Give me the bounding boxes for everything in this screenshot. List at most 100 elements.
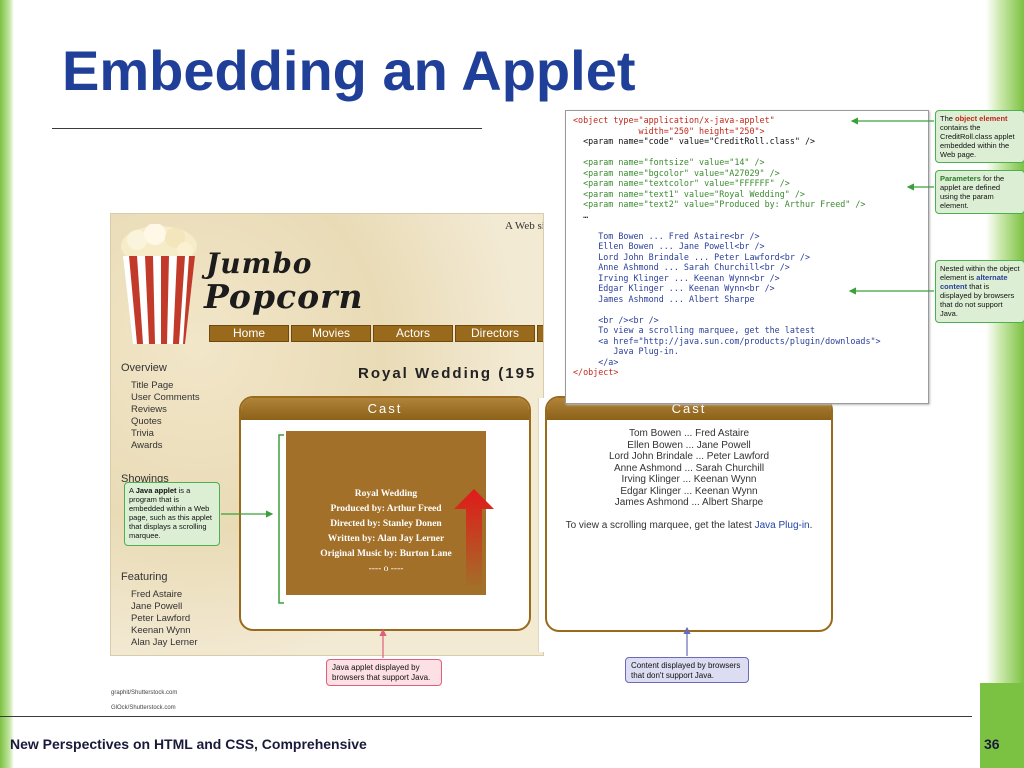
sidebar-heading-featuring: Featuring	[121, 571, 168, 583]
scroll-up-arrow-icon	[454, 489, 494, 589]
movie-heading: Royal Wedding (195	[358, 365, 537, 382]
code-line: <param name="fontsize" value="14" />	[573, 157, 765, 167]
cast-panel-applet: Cast Royal Wedding Produced by: Arthur F…	[239, 396, 531, 631]
callout-text: The	[940, 114, 956, 123]
code-line: Java Plug-in.	[573, 346, 679, 356]
callout-alternate-displayed: Content displayed by browsers that don't…	[625, 657, 749, 683]
java-plugin-link[interactable]: Java Plug-in	[754, 520, 810, 531]
nav-home[interactable]: Home	[209, 325, 289, 342]
code-line: James Ashmond ... Albert Sharpe	[573, 293, 755, 304]
alt-marquee-text: To view a scrolling marquee, get the lat…	[565, 520, 752, 531]
sidebar-link[interactable]: Jane Powell	[131, 601, 183, 612]
sidebar-link[interactable]: Trivia	[131, 428, 154, 439]
code-line: <a href="http://java.sun.com/products/pl…	[573, 335, 881, 346]
callout-emphasis: alternate content	[940, 273, 1008, 291]
cast-panel-alternate: Cast Tom Bowen ... Fred Astaire Ellen Bo…	[545, 396, 833, 632]
code-line: Irving Klinger ... Keenan Wynn<br />	[573, 272, 780, 283]
sidebar-heading-overview: Overview	[121, 362, 167, 374]
alt-cast-list: Tom Bowen ... Fred Astaire Ellen Bowen .…	[547, 428, 831, 509]
code-line: Tom Bowen ... Fred Astaire<br />	[573, 230, 760, 241]
callout-emphasis: object element	[955, 114, 1008, 123]
code-line: <br /><br />	[573, 314, 659, 325]
sidebar-link[interactable]: Reviews	[131, 404, 167, 415]
callout-text: for the applet are defined using the par…	[940, 174, 1005, 210]
code-line: <param name="textcolor" value="FFFFFF" /…	[573, 178, 790, 188]
image-credit: graphit/Shutterstock.com	[111, 690, 178, 696]
callout-object-element: The object element contains the CreditRo…	[935, 110, 1024, 163]
alt-cast-line: Irving Klinger ... Keenan Wynn	[621, 474, 757, 485]
alt-cast-line: Anne Ashmond ... Sarah Churchill	[613, 462, 765, 474]
code-line: </object>	[573, 367, 619, 377]
footer-divider	[0, 716, 972, 717]
site-navbar: Home Movies Actors Directors Ge	[209, 325, 543, 342]
website-screenshot: Jumbo Popcorn A Web site fo Home Movies …	[110, 213, 544, 656]
footer-course-title: New Perspectives on HTML and CSS, Compre…	[10, 736, 367, 752]
callout-text: is a program that is embedded within a W…	[129, 486, 212, 540]
alt-cast-line: Edgar Klinger ... Keenan Wynn	[620, 485, 758, 497]
sidebar-link[interactable]: Alan Jay Lerner	[131, 637, 198, 648]
sidebar-featuring-list: Fred Astaire Jane Powell Peter Lawford K…	[131, 589, 198, 649]
java-applet-marquee: Royal Wedding Produced by: Arthur Freed …	[286, 431, 494, 595]
nav-actors[interactable]: Actors	[373, 325, 453, 342]
image-credit: GlOck/Shutterstock.com	[111, 705, 176, 711]
slide-title: Embedding an Applet	[62, 39, 636, 102]
applet-text-line: Original Music by: Burton Lane	[320, 549, 452, 559]
bracket-icon	[278, 434, 284, 604]
code-line: Ellen Bowen ... Jane Powell<br />	[573, 241, 765, 251]
site-logo-line1: Jumbo	[206, 247, 313, 280]
sidebar-link[interactable]: Keenan Wynn	[131, 625, 191, 636]
nav-movies[interactable]: Movies	[291, 325, 371, 342]
code-line: </a>	[573, 356, 619, 367]
alt-cast-line: Ellen Bowen ... Jane Powell	[627, 439, 751, 451]
alt-cast-line: James Ashmond ... Albert Sharpe	[614, 497, 764, 508]
alt-cast-line: Lord John Brindale ... Peter Lawford	[608, 451, 770, 462]
applet-text-line: ---- o ----	[368, 564, 404, 574]
callout-applet-displayed: Java applet displayed by browsers that s…	[326, 659, 442, 686]
sidebar-link[interactable]: Peter Lawford	[131, 613, 191, 624]
site-tagline: A Web site fo	[505, 220, 543, 232]
sidebar-link[interactable]: Quotes	[131, 416, 162, 427]
code-line: …	[573, 209, 589, 220]
code-line: <param name="text2" value="Produced by: …	[573, 199, 866, 209]
site-logo-line2: Popcorn	[204, 277, 364, 316]
callout-emphasis: Parameters	[940, 174, 981, 183]
alt-cast-line: Tom Bowen ... Fred Astaire	[628, 428, 750, 439]
alt-marquee-message: To view a scrolling marquee, get the lat…	[547, 520, 831, 532]
code-line: <param name="bgcolor" value="A27029" />	[573, 167, 780, 178]
applet-text-line: Royal Wedding	[354, 489, 418, 499]
popcorn-box-icon	[121, 224, 197, 344]
alternate-content-screenshot: Cast Tom Bowen ... Fred Astaire Ellen Bo…	[538, 396, 844, 652]
applet-text-line: Produced by: Arthur Freed	[330, 504, 442, 514]
code-line: Anne Ashmond ... Sarah Churchill<br />	[573, 262, 790, 272]
callout-java-applet: A Java applet is a program that is embed…	[124, 482, 220, 546]
callout-parameters: Parameters for the applet are defined us…	[935, 170, 1024, 214]
slide-page-number: 36	[984, 736, 1000, 752]
applet-text-line: Directed by: Stanley Donen	[330, 519, 442, 529]
right-accent-block	[980, 683, 1024, 768]
code-line: Lord John Brindale ... Peter Lawford<br …	[573, 251, 810, 262]
cast-panel-heading: Cast	[241, 398, 529, 422]
nav-directors[interactable]: Directors	[455, 325, 535, 342]
code-line: width="250" height="250">	[573, 125, 765, 136]
sidebar-link[interactable]: Title Page	[131, 380, 174, 391]
alt-marquee-end: .	[809, 520, 813, 531]
callout-text: A	[129, 486, 136, 495]
code-line: <param name="code" value="CreditRoll.cla…	[573, 136, 816, 146]
sidebar-link[interactable]: User Comments	[131, 392, 200, 403]
sidebar-overview-list: Title Page User Comments Reviews Quotes …	[131, 380, 200, 452]
code-line: To view a scrolling marquee, get the lat…	[573, 325, 816, 335]
code-line: Edgar Klinger ... Keenan Wynn<br />	[573, 283, 775, 293]
code-listing: <object type="application/x-java-applet"…	[565, 110, 929, 404]
sidebar-link[interactable]: Fred Astaire	[131, 589, 183, 600]
nav-genres[interactable]: Ge	[537, 325, 543, 342]
applet-text-line: Written by: Alan Jay Lerner	[327, 534, 445, 544]
callout-text: contains the CreditRoll.class applet emb…	[940, 123, 1015, 159]
callout-text: Nested within the object element is	[940, 264, 1020, 282]
code-line: <object type="application/x-java-applet"	[573, 115, 775, 125]
sidebar-link[interactable]: Awards	[131, 440, 163, 451]
code-line: <param name="text1" value="Royal Wedding…	[573, 188, 805, 199]
title-divider	[52, 128, 482, 129]
callout-text: that is displayed by browsers that do no…	[940, 282, 1015, 318]
left-accent-bar	[0, 0, 14, 768]
